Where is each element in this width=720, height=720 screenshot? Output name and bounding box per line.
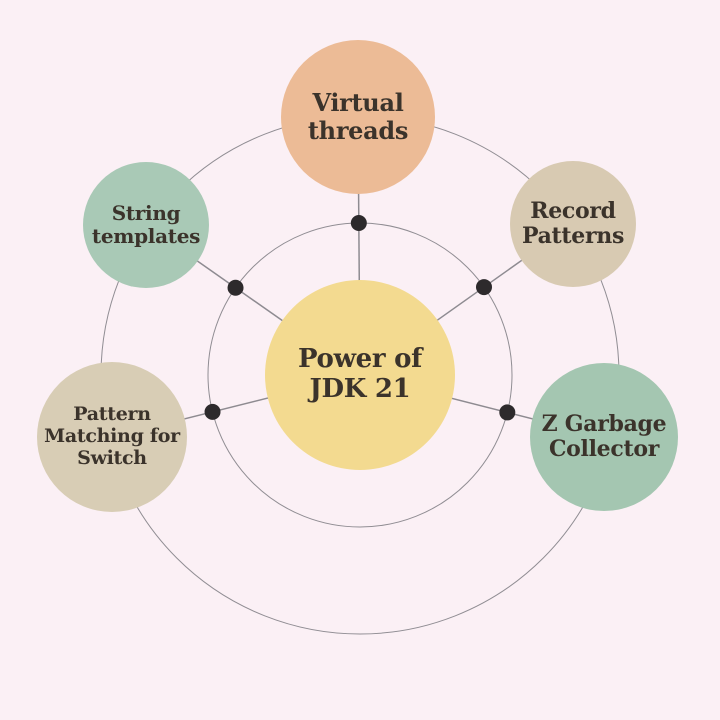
connector-dot-z-garbage-collector (499, 404, 516, 421)
diagram-node-z-garbage-collector: Z Garbage Collector (530, 363, 678, 511)
node-label: Power of JDK 21 (298, 344, 422, 404)
node-label: Pattern Matching for Switch (44, 403, 180, 469)
diagram-node-virtual-threads: Virtual threads (281, 40, 435, 194)
node-label: Record Patterns (521, 197, 625, 249)
connector-dot-record-patterns (476, 279, 493, 296)
diagram-node-pattern-matching-for-switch: Pattern Matching for Switch (37, 362, 187, 512)
diagram-node-string-templates: String templates (83, 162, 209, 288)
node-label: String templates (91, 201, 201, 248)
diagram-node-center-power-of-jdk-21: Power of JDK 21 (265, 280, 455, 470)
node-label: Z Garbage Collector (541, 410, 667, 462)
connector-dot-virtual-threads (350, 215, 367, 232)
node-label: Virtual threads (307, 88, 409, 145)
diagram-node-record-patterns: Record Patterns (510, 161, 636, 287)
connector-dot-pattern-matching (204, 403, 221, 420)
connector-dot-string-templates (227, 279, 244, 296)
